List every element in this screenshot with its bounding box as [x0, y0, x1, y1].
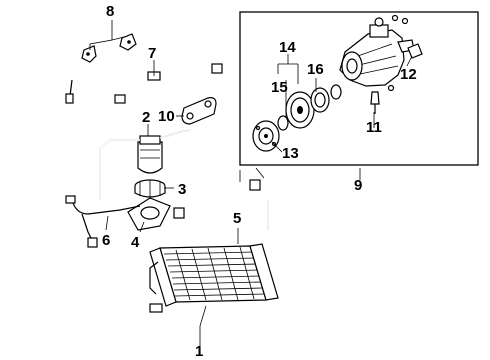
callout-1: 1: [195, 343, 203, 360]
callout-15: 15: [271, 79, 288, 96]
callout-14: 14: [279, 39, 296, 56]
wiring-harness: [65, 195, 141, 248]
clamp-part: [134, 179, 166, 198]
upper-hose-assembly: [65, 63, 223, 104]
callout-6: 6: [102, 232, 110, 249]
callout-labels: 1 2 3 4 5 6 7 8 9 10 11 12 13 14 15 16: [102, 3, 417, 360]
leader-lines: [89, 20, 413, 346]
callout-13: 13: [282, 145, 299, 162]
callout-10: 10: [158, 108, 175, 125]
condenser-lines: [173, 167, 337, 269]
accumulator-drier: [99, 129, 191, 200]
callout-4: 4: [131, 234, 140, 251]
callout-5: 5: [233, 210, 241, 227]
callout-8: 8: [106, 3, 114, 20]
mounting-bracket: [127, 197, 171, 231]
bracket-part: [181, 97, 217, 125]
clip-parts: [81, 33, 137, 63]
callout-7: 7: [148, 45, 156, 62]
callout-2: 2: [142, 109, 150, 126]
compressor-inset: [239, 11, 479, 166]
callout-11: 11: [366, 119, 382, 136]
callout-16: 16: [307, 61, 324, 78]
callout-3: 3: [178, 181, 186, 198]
condenser-core: [149, 243, 279, 313]
callout-9: 9: [354, 177, 362, 194]
callout-12: 12: [400, 66, 417, 83]
